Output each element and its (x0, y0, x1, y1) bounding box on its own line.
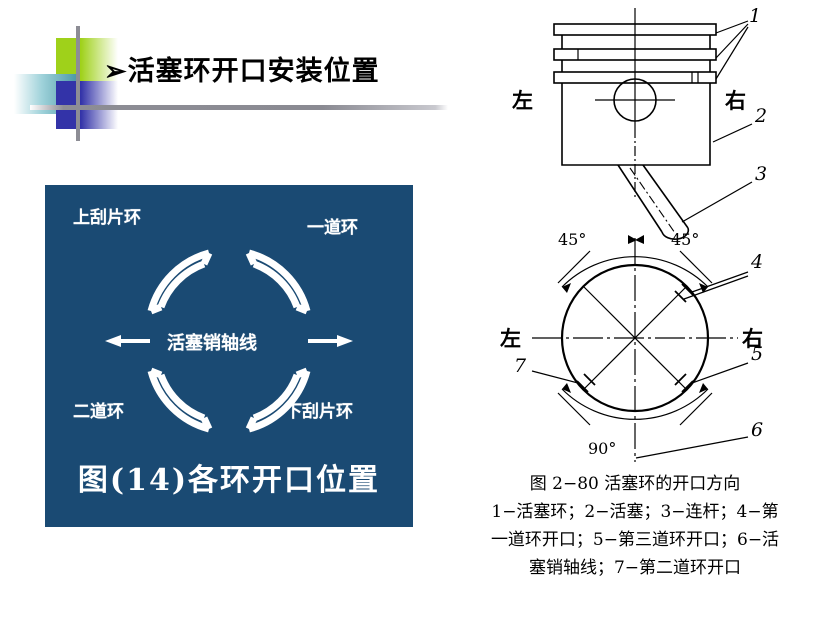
piston-ring-band-2 (553, 48, 717, 61)
arc-bottom-right-outer (248, 370, 311, 433)
arc-bottom-left-inner (157, 373, 206, 422)
ring-label-upper-scraper: 上刮片环 (73, 208, 141, 228)
callout-1-number: 1 (749, 5, 761, 27)
arc-bottom-right-inner (252, 373, 301, 422)
caption-line-4: 塞销轴线；7−第二道环开口 (528, 558, 742, 578)
technical-drawings: 左 右 1 2 3 45° 45° 90° 左 右 4 5 6 7 (470, 0, 830, 475)
ring-gap-diagram (105, 249, 353, 433)
piston-pin-axis-arrow-left (105, 335, 150, 347)
gap-ticks (576, 283, 694, 393)
arc-bottom-left-cap-end (200, 416, 213, 431)
callout-4-leader (691, 271, 749, 293)
callout-1-leaders (715, 20, 749, 80)
ring-label-lower-scraper: 下刮片环 (285, 402, 353, 422)
angle-leader-tr (679, 250, 713, 284)
callout-2-leader (712, 123, 753, 143)
caption-line-2: 1−活塞环；2−活塞；3−连杆；4−第 (491, 502, 779, 522)
title-horizontal-rule (30, 105, 448, 110)
callout-6-leader (635, 436, 749, 459)
callout-5-leader (691, 362, 749, 384)
connecting-rod (617, 164, 690, 241)
piston-ring-band-1 (553, 23, 717, 36)
page-title: ➢活塞环开口安装位置 (104, 56, 380, 87)
piston-right-label: 右 (725, 88, 746, 113)
callout-4-number: 4 (750, 251, 763, 273)
angle-arc-top (561, 256, 709, 288)
angle-leader-br (679, 392, 713, 426)
arc-bottom-right-cap-end (245, 416, 258, 431)
piston-left-label: 左 (512, 88, 533, 113)
circle-left-label: 左 (500, 326, 521, 351)
angle-leader-bl (557, 392, 591, 426)
circle-right-label: 右 (742, 326, 763, 351)
arc-top-left-outer (147, 249, 210, 312)
logo-vertical-rule (76, 26, 80, 141)
callout-5-number: 5 (751, 343, 763, 365)
angle-label-top-right: 45° (671, 230, 699, 249)
angle-leader-tl (557, 250, 591, 284)
piston-pin-axis-arrow-right (308, 335, 353, 347)
figure-caption-block: 图 2−80 活塞环的开口方向 1−活塞环；2−活塞；3−连杆；4−第 一道环开… (440, 470, 830, 582)
callout-6-number: 6 (751, 419, 763, 441)
ring-gap-figure-panel: 上刮片环 一道环 二道环 下刮片环 活塞销轴线 图(14)各环开口位置 (45, 185, 413, 527)
piston-pin-axis-label: 活塞销轴线 (167, 333, 257, 354)
callout-2-number: 2 (754, 105, 767, 127)
ring-label-second-ring: 二道环 (73, 402, 124, 422)
callout-7-number: 7 (514, 355, 527, 377)
arc-top-left-cap-end (149, 303, 163, 315)
arc-top-right-cap-start (245, 251, 258, 266)
callout-4-leader-b (683, 275, 749, 300)
arc-bottom-left-outer (147, 370, 210, 433)
angle-label-top-left: 45° (558, 230, 586, 249)
caption-line-3: 一道环开口；5−第三道环开口；6−活 (490, 530, 780, 550)
callout-7-leader (531, 370, 579, 384)
circle-diagonal-ne-sw (582, 285, 688, 391)
angle-arrowheads-bottom (562, 383, 708, 393)
arc-top-left-inner (157, 260, 206, 309)
piston-ring-band-3 (553, 71, 717, 84)
arc-bottom-right-cap-start (295, 367, 309, 379)
ring-label-first-ring: 一道环 (307, 218, 358, 238)
piston-skirt (561, 83, 711, 166)
arc-top-right-inner (252, 260, 301, 309)
arc-top-right-outer (248, 249, 311, 312)
arc-top-left-cap-start (200, 251, 213, 266)
ring-gap-figure-caption: 图(14)各环开口位置 (77, 463, 381, 498)
angle-arc-bottom (561, 388, 709, 420)
arc-top-right-cap-end (295, 303, 309, 315)
callout-3-leader (681, 181, 753, 223)
arc-bottom-left-cap-start (149, 367, 163, 379)
angle-label-bottom: 90° (588, 439, 616, 458)
callout-3-number: 3 (755, 163, 767, 185)
caption-line-1: 图 2−80 活塞环的开口方向 (529, 474, 741, 494)
